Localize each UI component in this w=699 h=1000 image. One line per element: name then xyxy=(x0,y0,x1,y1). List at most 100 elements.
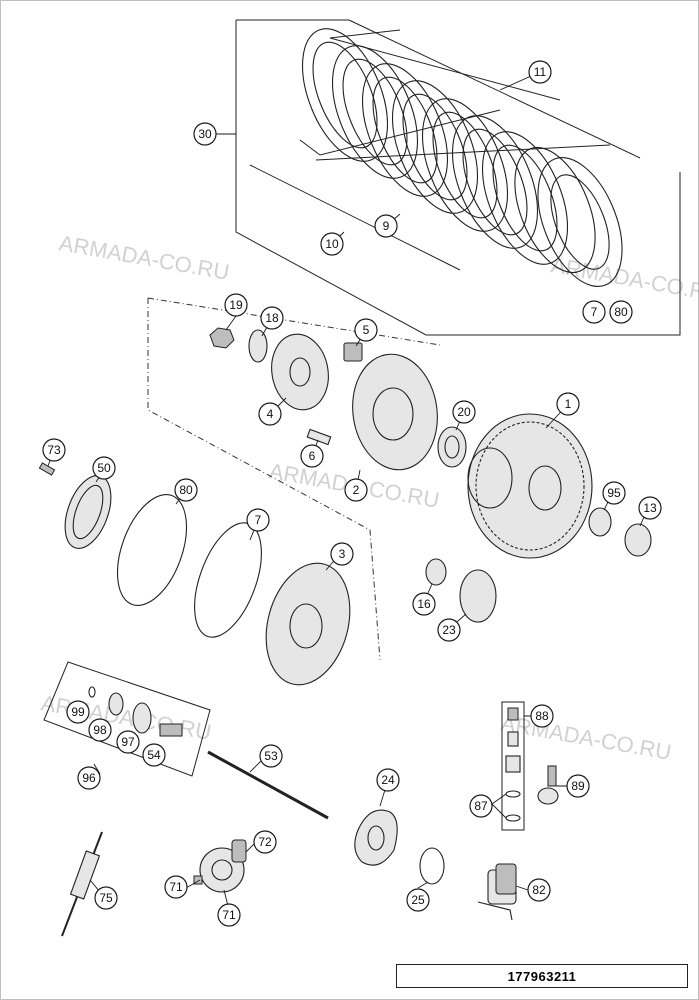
callout-25: 25 xyxy=(406,888,430,912)
svg-text:1: 1 xyxy=(565,397,572,411)
svg-text:98: 98 xyxy=(93,723,107,737)
bleeder-box xyxy=(501,701,525,831)
callout-18: 18 xyxy=(260,306,284,330)
callout-16: 16 xyxy=(412,592,436,616)
callout-54: 54 xyxy=(142,743,166,767)
callout-9: 9 xyxy=(374,214,398,238)
svg-text:50: 50 xyxy=(97,461,111,475)
callout-80-top: 80 xyxy=(609,300,633,324)
svg-text:23: 23 xyxy=(442,623,456,637)
callout-88: 88 xyxy=(530,704,554,728)
svg-text:4: 4 xyxy=(267,407,274,421)
svg-text:72: 72 xyxy=(258,835,272,849)
svg-text:11: 11 xyxy=(534,65,547,79)
svg-text:16: 16 xyxy=(417,597,431,611)
svg-text:97: 97 xyxy=(121,735,135,749)
svg-text:89: 89 xyxy=(571,779,585,793)
sleeve-16 xyxy=(425,558,447,586)
svg-text:71: 71 xyxy=(169,880,183,894)
svg-text:2: 2 xyxy=(353,483,360,497)
drawing-code: 177963211 xyxy=(507,968,577,984)
svg-text:75: 75 xyxy=(99,891,113,905)
banjo-bolt xyxy=(537,765,559,805)
callout-6: 6 xyxy=(300,444,324,468)
o-ring xyxy=(419,847,445,885)
callout-82: 82 xyxy=(527,878,551,902)
svg-text:87: 87 xyxy=(474,799,488,813)
svg-text:10: 10 xyxy=(325,237,339,251)
svg-text:99: 99 xyxy=(71,705,85,719)
svg-text:5: 5 xyxy=(363,323,370,337)
callout-19: 19 xyxy=(224,293,248,317)
callout-23: 23 xyxy=(437,618,461,642)
callout-1: 1 xyxy=(556,392,580,416)
drawing-code-box: 177963211 xyxy=(396,964,688,988)
svg-text:7: 7 xyxy=(591,305,598,319)
svg-text:73: 73 xyxy=(47,443,61,457)
callout-10: 10 xyxy=(320,232,344,256)
bushing-95 xyxy=(588,507,612,537)
callout-7-top: 7 xyxy=(582,300,606,324)
svg-text:20: 20 xyxy=(457,405,471,419)
callout-7: 7 xyxy=(246,508,270,532)
svg-text:13: 13 xyxy=(643,501,657,515)
release-kit-parts xyxy=(88,686,183,737)
callout-89: 89 xyxy=(566,774,590,798)
svg-text:7: 7 xyxy=(255,513,262,527)
callout-71-left: 71 xyxy=(164,875,188,899)
svg-text:19: 19 xyxy=(229,298,243,312)
slave-cylinder xyxy=(193,839,247,893)
watermark-5: ARMADA-CO.RU xyxy=(499,710,673,765)
assembly-boundary xyxy=(147,297,441,661)
bushing-13 xyxy=(624,523,652,557)
callout-30: 30 xyxy=(193,122,217,146)
svg-text:18: 18 xyxy=(265,311,279,325)
svg-text:82: 82 xyxy=(532,883,546,897)
svg-text:24: 24 xyxy=(381,773,395,787)
gasket xyxy=(354,809,398,866)
callout-87: 87 xyxy=(469,794,493,818)
svg-text:54: 54 xyxy=(147,748,161,762)
callout-5: 5 xyxy=(354,318,378,342)
callout-97: 97 xyxy=(116,730,140,754)
svg-text:3: 3 xyxy=(339,547,346,561)
callout-24: 24 xyxy=(376,768,400,792)
callout-71-bottom: 71 xyxy=(217,903,241,927)
callout-4: 4 xyxy=(258,402,282,426)
callout-50: 50 xyxy=(92,456,116,480)
svg-text:30: 30 xyxy=(198,127,212,141)
svg-text:88: 88 xyxy=(535,709,549,723)
callout-98: 98 xyxy=(88,718,112,742)
cover-parts xyxy=(38,462,351,686)
svg-text:96: 96 xyxy=(82,771,96,785)
svg-text:71: 71 xyxy=(222,908,236,922)
clutch-plates xyxy=(302,28,623,288)
svg-text:80: 80 xyxy=(179,483,193,497)
callout-3: 3 xyxy=(330,542,354,566)
callout-73: 73 xyxy=(42,438,66,462)
gear-23 xyxy=(459,569,497,623)
svg-text:53: 53 xyxy=(264,749,278,763)
push-rod xyxy=(207,750,329,820)
svg-text:80: 80 xyxy=(614,305,628,319)
callout-96: 96 xyxy=(77,766,101,790)
watermark-1: ARMADA-CO.RU xyxy=(57,230,231,285)
callout-20: 20 xyxy=(452,400,476,424)
callout-11: 11 xyxy=(528,60,552,84)
watermark-2: ARMADA-CO.RU xyxy=(549,252,699,307)
svg-text:6: 6 xyxy=(309,449,316,463)
callout-53: 53 xyxy=(259,744,283,768)
callout-95: 95 xyxy=(602,481,626,505)
callout-2: 2 xyxy=(344,478,368,502)
svg-text:25: 25 xyxy=(411,893,425,907)
svg-text:9: 9 xyxy=(383,219,390,233)
callout-72: 72 xyxy=(253,830,277,854)
callout-75: 75 xyxy=(94,886,118,910)
callout-99: 99 xyxy=(66,700,90,724)
hub-parts xyxy=(209,327,467,471)
callout-13: 13 xyxy=(638,496,662,520)
primary-gear xyxy=(467,413,593,559)
bleeder-parts xyxy=(505,707,521,822)
svg-text:95: 95 xyxy=(607,486,621,500)
